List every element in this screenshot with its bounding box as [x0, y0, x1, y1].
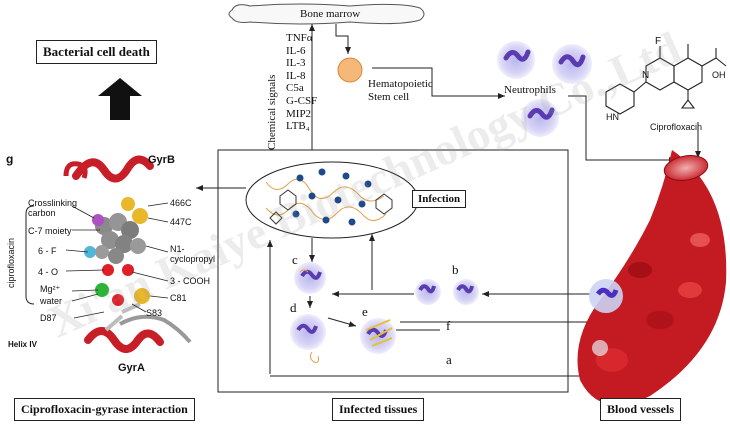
neutrophils-group [497, 41, 592, 137]
signal-item: IL-6 [286, 44, 306, 57]
ciprofloxacin-structure [605, 44, 727, 115]
stem-cell [337, 57, 363, 83]
signal-item: G-CSF [286, 94, 318, 107]
c7-label: C-7 moiety [28, 226, 72, 236]
c81-label: C81 [170, 293, 187, 303]
letter-b: b [452, 262, 459, 277]
helix-label: Helix IV [8, 340, 37, 349]
blood-vessel [577, 150, 727, 405]
signal-item: IL-8 [286, 69, 306, 82]
cooh-label: 3 - COOH [170, 276, 211, 286]
cipro-f-label: F [655, 36, 662, 47]
cipro-side-label: ciprofloxacin [6, 237, 16, 288]
stem-cell-label: Hematopoietic Stem cell [368, 78, 433, 103]
infected-tissues-frame [217, 149, 569, 393]
cipro-hn-label: HN [606, 112, 619, 122]
letter-d: d [290, 300, 297, 315]
signal-item: LTB₄ [286, 120, 310, 133]
cipro-name: Ciprofloxacin [650, 122, 703, 132]
letter-f: f [446, 318, 451, 333]
cell-c [294, 262, 326, 294]
infection-contents [265, 168, 393, 226]
tissues-caption: Infected tissues [332, 398, 425, 421]
o4-label: 4 - O [38, 267, 59, 277]
signal-item: C5a [286, 82, 304, 95]
crosslinking-label: Crosslinking carbon [28, 198, 78, 218]
neutrophils-label: Neutrophils [504, 84, 556, 96]
letter-e: e [362, 304, 368, 319]
signal-item: IL-3 [286, 57, 306, 70]
cyclopropyl-label: N1- cyclopropyl [170, 244, 216, 264]
gyrase-structure [63, 155, 192, 353]
gyra-label: GyrA [118, 362, 145, 374]
f6-label: 6 - F [38, 246, 57, 256]
death-arrow [98, 78, 142, 120]
cipro-n-label: N [642, 70, 650, 81]
d87-label: D87 [40, 313, 57, 323]
s83-label: S83 [146, 308, 163, 318]
mg-label: Mg²⁺ [40, 284, 61, 294]
gyrase-caption: Ciprofloxacin-gyrase interaction [14, 398, 195, 421]
water-label: water [40, 296, 63, 306]
bone-marrow-label: Bone marrow [300, 8, 361, 20]
chemical-signals-label: Chemical signals [266, 74, 278, 150]
letter-a: a [446, 352, 452, 367]
signal-item: TNFα [286, 32, 313, 44]
bacterial-death-label: Bacterial cell death [36, 40, 157, 64]
gyrb-label: GyrB [148, 154, 175, 166]
bone-marrow-shape [228, 3, 425, 25]
cipro-oh-label: OH [712, 70, 726, 80]
infection-label: Infection [412, 190, 467, 208]
panel-letter-g: g [6, 152, 14, 166]
letter-c: c [292, 252, 298, 267]
signal-item: MIP2 [286, 107, 312, 120]
c466-label: 466C [170, 198, 192, 208]
c447-label: 447C [170, 217, 192, 227]
vessels-caption: Blood vessels [600, 398, 682, 421]
